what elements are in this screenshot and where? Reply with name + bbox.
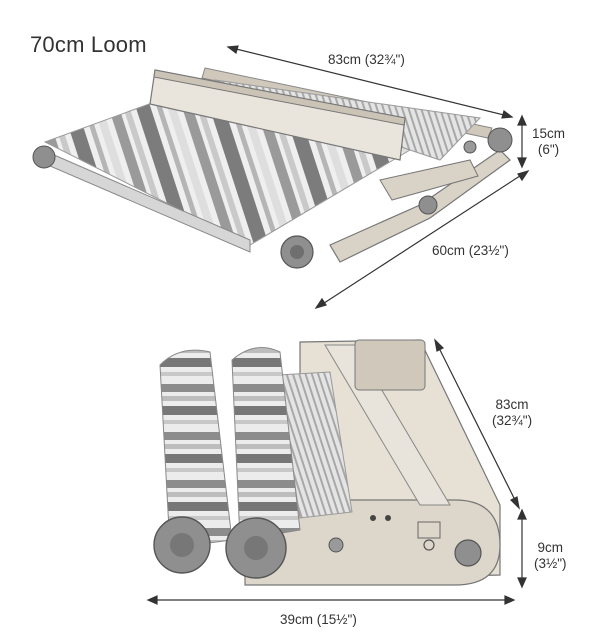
folded-loom-drawing — [153, 339, 501, 586]
top-depth-label: 60cm (23½") — [432, 243, 509, 258]
bottom-height-cm: 9cm — [537, 540, 564, 555]
top-width-label: 83cm (32¾") — [328, 52, 405, 67]
bottom-length-cm: 83cm — [495, 397, 529, 412]
bottom-height-label: 9cm (3½") — [534, 540, 567, 572]
bottom-length-in: (32¾") — [492, 413, 533, 428]
bottom-length-dimension-line — [434, 338, 520, 510]
top-height-label: 15cm (6") — [532, 126, 565, 158]
bottom-height-in: (3½") — [534, 556, 567, 571]
bottom-length-label: 83cm (32¾") — [492, 397, 532, 429]
top-height-dimension-line — [517, 114, 527, 169]
bottom-height-dimension-line — [517, 508, 527, 589]
top-depth-dimension-line — [314, 169, 530, 310]
bottom-width-dimension-line — [146, 595, 516, 605]
loom-title: 70cm Loom — [30, 32, 147, 57]
top-width-dimension-line — [226, 45, 514, 119]
top-height-cm: 15cm — [532, 126, 566, 141]
top-height-in: (6") — [537, 142, 560, 157]
top-loom-drawing — [32, 67, 513, 269]
bottom-width-label: 39cm (15½") — [280, 612, 357, 627]
